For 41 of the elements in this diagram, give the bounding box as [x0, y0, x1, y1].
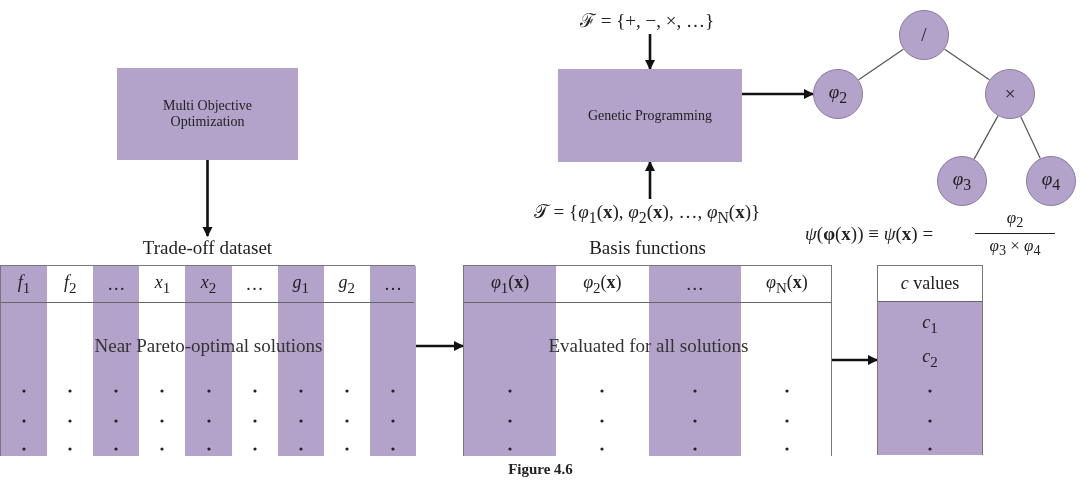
column-header: f$_{2}$ — [62, 270, 78, 298]
column-header: g$_{2}$ — [337, 270, 357, 298]
formula-text: 𝒯 = {φ$_{1}$(x), φ$_{2}$(x), …, φ$_{N}$(x)} — [492, 199, 802, 229]
connector-line — [944, 48, 990, 81]
tree-node-circle: φ$_{3}$ — [937, 156, 987, 206]
column-header: … — [106, 272, 127, 296]
fraction-denominator: φ$_{3}$ × φ$_{4}$ — [988, 236, 1042, 260]
figure-caption: Figure 4.6 — [507, 461, 574, 478]
connector-line — [973, 115, 999, 160]
column-header: φ$_{1}$(x) — [489, 270, 531, 298]
arrow — [742, 88, 815, 100]
fraction-numerator: φ$_{2}$ — [1005, 208, 1025, 232]
cell-value: c$_{1}$ — [921, 312, 939, 337]
arrow — [415, 340, 465, 352]
column-header: c values — [878, 266, 982, 302]
process-box: Genetic Programming — [558, 69, 742, 162]
column-header: φ$_{N}$(x) — [764, 270, 809, 298]
arrow — [644, 34, 656, 71]
data-table — [877, 265, 983, 455]
tree-node-circle: φ$_{2}$ — [813, 69, 863, 119]
arrow — [202, 160, 213, 238]
table-heading: Trade-off dataset — [141, 236, 274, 260]
cell-value: c$_{2}$ — [921, 346, 939, 371]
formula-text: ℱ = {+, −, ×, …} — [547, 6, 747, 34]
column-header: φ$_{2}$(x) — [582, 270, 623, 298]
column-header: … — [244, 272, 265, 296]
formula-text: ψ(φ(x)) ≡ ψ(x) = — [805, 223, 934, 245]
column-header: x$_{1}$ — [153, 270, 172, 298]
column-header: g$_{1}$ — [291, 270, 310, 298]
column-header: … — [684, 272, 705, 296]
tree-node-circle: × — [985, 69, 1035, 119]
process-box: Multi Objective Optimization — [117, 68, 298, 160]
connector-line — [858, 48, 904, 81]
arrow — [644, 160, 656, 199]
tree-node-circle: φ$_{4}$ — [1026, 156, 1076, 206]
column-header: x$_{2}$ — [199, 270, 218, 298]
connector-line — [1020, 116, 1041, 159]
column-header: f$_{1}$ — [16, 270, 32, 298]
arrow — [832, 354, 879, 366]
tree-node-circle: / — [899, 10, 949, 60]
column-header: … — [382, 272, 403, 296]
